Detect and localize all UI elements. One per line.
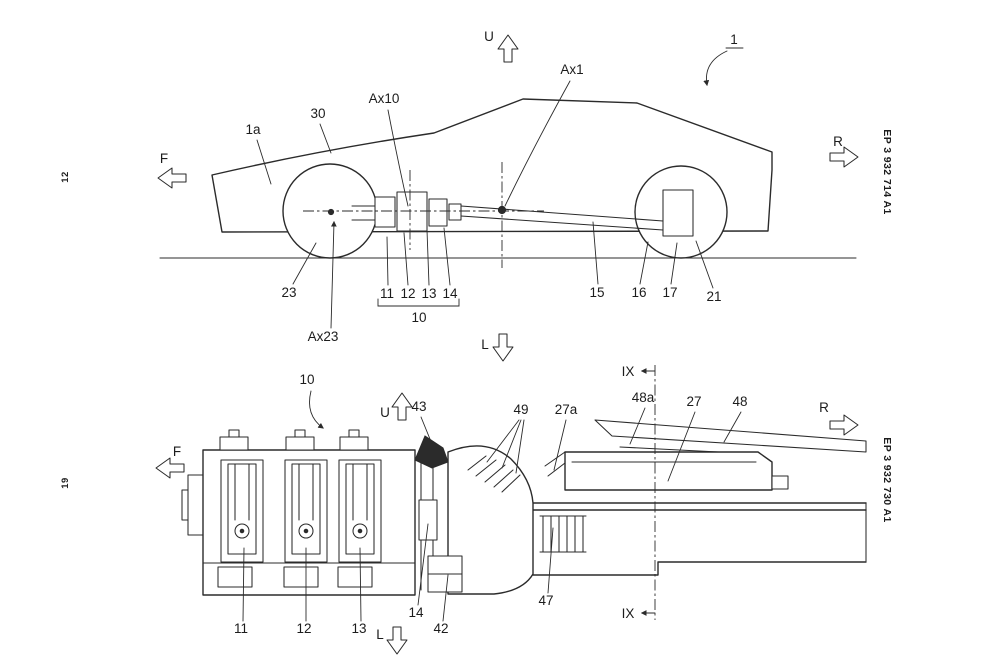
car-body-outline xyxy=(211,98,773,233)
label-ref-10: 10 xyxy=(299,372,314,387)
label-ref-42: 42 xyxy=(433,621,448,636)
front-wheel-center-dot xyxy=(327,208,335,216)
up-arrow-icon xyxy=(391,392,413,421)
label-ref-12: 12 xyxy=(400,286,415,301)
leader-lines-top-figure xyxy=(256,47,744,329)
label-ref-27a: 27a xyxy=(555,402,578,417)
housing-27 xyxy=(544,451,789,491)
label-up: U xyxy=(484,29,494,44)
label-ref-14: 14 xyxy=(442,286,458,301)
up-arrow-icon xyxy=(497,34,519,63)
label-ref-21: 21 xyxy=(706,289,721,304)
frame-member-48 xyxy=(594,419,867,455)
engine-block xyxy=(181,429,416,596)
page-number-top: 12 xyxy=(60,171,71,183)
label-ref-47: 47 xyxy=(538,593,553,608)
label-ref-16: 16 xyxy=(631,285,646,300)
label-section-ix-bottom: IX xyxy=(622,606,635,621)
leader-lines-bottom-figure xyxy=(242,390,742,622)
rear-arrow-icon xyxy=(829,146,859,168)
down-arrow-icon xyxy=(492,333,514,362)
propeller-shaft xyxy=(460,205,664,231)
label-ref-13: 13 xyxy=(421,286,436,301)
label-ref-15: 15 xyxy=(589,285,604,300)
label-ref-10: 10 xyxy=(411,310,426,325)
label-up: U xyxy=(380,405,390,420)
label-rear: R xyxy=(819,400,829,415)
label-ref-11: 11 xyxy=(234,621,248,636)
section-line-ix xyxy=(640,365,656,620)
page-number-bottom: 19 xyxy=(60,477,71,489)
rear-arrow-icon xyxy=(829,414,859,436)
label-ax1: Ax1 xyxy=(560,62,583,77)
label-ref-12: 12 xyxy=(296,621,311,636)
label-ref-30: 30 xyxy=(310,106,325,121)
label-down: L xyxy=(481,337,489,352)
down-arrow-icon xyxy=(386,626,408,655)
engine-mount-43 xyxy=(414,435,449,469)
front-arrow-icon xyxy=(155,457,185,479)
label-ref-48: 48 xyxy=(732,394,747,409)
label-ref-1a: 1a xyxy=(245,122,261,137)
torque-tube-47 xyxy=(524,502,867,576)
label-ref-49: 49 xyxy=(513,402,528,417)
label-ax10: Ax10 xyxy=(369,91,400,106)
label-section-ix-top: IX xyxy=(622,364,635,379)
cylinder-1 xyxy=(220,459,264,563)
figure-car-side-view: U L F R 1 1a 30 Ax10 Ax1 23 Ax23 11 12 1… xyxy=(60,29,893,362)
front-arrow-icon xyxy=(157,167,187,189)
label-ref-27: 27 xyxy=(686,394,701,409)
label-ref-23: 23 xyxy=(281,285,296,300)
label-ref-11: 11 xyxy=(380,286,394,301)
label-ref-13: 13 xyxy=(351,621,366,636)
clutch-plates-49 xyxy=(467,455,521,493)
rear-drive-unit xyxy=(662,189,694,237)
label-ref-48a: 48a xyxy=(632,390,655,405)
label-ref-43: 43 xyxy=(411,399,426,414)
label-ref-1: 1 xyxy=(730,32,738,47)
patent-number-bottom: EP 3 932 730 A1 xyxy=(881,437,893,522)
label-ref-14: 14 xyxy=(408,605,424,620)
output-unit-42 xyxy=(427,555,463,593)
label-front: F xyxy=(160,151,168,166)
label-ax23: Ax23 xyxy=(308,329,339,344)
label-rear: R xyxy=(833,134,843,149)
label-down: L xyxy=(376,627,384,642)
patent-number-top: EP 3 932 714 A1 xyxy=(881,129,893,214)
label-ref-17: 17 xyxy=(662,285,677,300)
label-front: F xyxy=(173,444,181,459)
figure-powertrain-section: U L F R 10 43 49 27a 48a 27 48 IX IX 47 … xyxy=(60,364,893,655)
drivetrain-assembly xyxy=(351,189,694,237)
